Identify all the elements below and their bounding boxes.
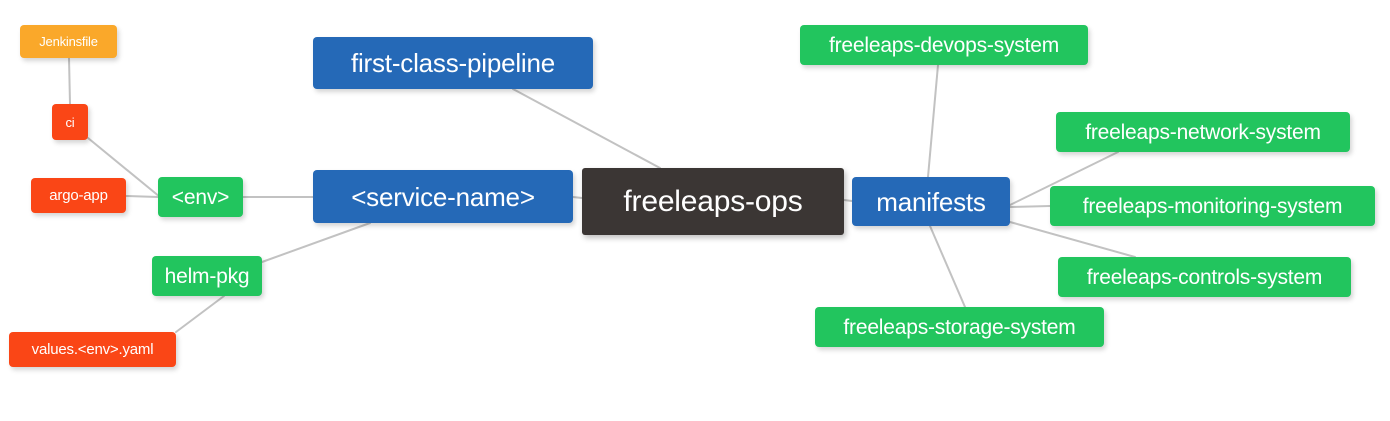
edge-manifests-to-freeleaps-monitoring-system <box>1009 205 1051 208</box>
node-freeleaps-monitoring-system[interactable]: freeleaps-monitoring-system <box>1050 186 1375 226</box>
node-argo-app[interactable]: argo-app <box>31 178 126 213</box>
node-freeleaps-devops-system[interactable]: freeleaps-devops-system <box>800 25 1088 65</box>
node-first-class-pipeline[interactable]: first-class-pipeline <box>313 37 593 89</box>
edge-jenkinsfile-to-ci <box>68 57 71 105</box>
edge-service-name-to-freeleaps-ops <box>572 196 583 199</box>
node-label: freeleaps-storage-system <box>843 315 1076 339</box>
node-label: freeleaps-controls-system <box>1086 265 1323 289</box>
edge-manifests-to-freeleaps-storage-system <box>929 225 966 308</box>
edge-first-class-pipeline-to-freeleaps-ops <box>512 88 661 169</box>
node-freeleaps-storage-system[interactable]: freeleaps-storage-system <box>815 307 1104 347</box>
node-manifests[interactable]: manifests <box>852 177 1010 226</box>
edge-values-env-yaml-to-helm-pkg <box>175 295 225 333</box>
node-label: freeleaps-network-system <box>1085 120 1321 144</box>
node-label: freeleaps-devops-system <box>829 33 1059 57</box>
node-jenkinsfile[interactable]: Jenkinsfile <box>20 25 117 58</box>
edge-manifests-to-freeleaps-devops-system <box>927 64 939 178</box>
node-label: <service-name> <box>351 181 535 212</box>
node-ci[interactable]: ci <box>52 104 88 140</box>
node-label: freeleaps-ops <box>623 184 803 218</box>
node-label: <env> <box>171 185 230 209</box>
edge-manifests-to-freeleaps-controls-system <box>1009 221 1136 258</box>
edge-freeleaps-ops-to-manifests <box>843 199 853 202</box>
node-helm-pkg[interactable]: helm-pkg <box>152 256 262 296</box>
node-label: freeleaps-monitoring-system <box>1082 194 1343 218</box>
node-label: Jenkinsfile <box>39 34 98 49</box>
node-label: argo-app <box>49 187 108 204</box>
node-label: first-class-pipeline <box>350 48 556 78</box>
edge-helm-pkg-to-service-name <box>261 222 371 263</box>
node-label: manifests <box>876 186 986 217</box>
node-service-name[interactable]: <service-name> <box>313 170 573 223</box>
node-label: ci <box>65 114 75 130</box>
node-freeleaps-ops[interactable]: freeleaps-ops <box>582 168 844 235</box>
node-freeleaps-controls-system[interactable]: freeleaps-controls-system <box>1058 257 1351 297</box>
node-values-env-yaml[interactable]: values.<env>.yaml <box>9 332 176 367</box>
node-freeleaps-network-system[interactable]: freeleaps-network-system <box>1056 112 1350 152</box>
node-env[interactable]: <env> <box>158 177 243 217</box>
edge-argo-app-to-env <box>125 195 159 198</box>
node-label: values.<env>.yaml <box>31 341 154 358</box>
node-label: helm-pkg <box>164 264 250 288</box>
